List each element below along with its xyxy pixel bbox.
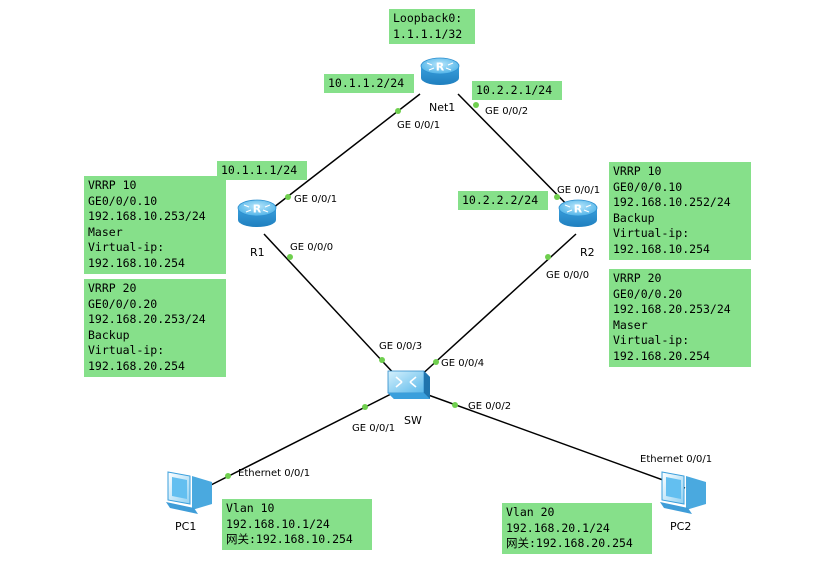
label-line: VRRP 20 (613, 271, 662, 285)
label-line: Virtual-ip: (613, 333, 690, 347)
switch-icon (387, 370, 430, 399)
label-line: Vlan 20 (506, 505, 555, 519)
port-dot-r1-g001 (285, 194, 291, 200)
router-net1[interactable] (420, 57, 460, 86)
port-dot-net1-g001 (395, 108, 401, 114)
label-line: Backup (613, 210, 655, 225)
r2-ip-label: 10.2.2.2/24 (458, 191, 548, 210)
net1-ip1-label: 10.1.1.2/24 (324, 74, 414, 93)
label-line: 192.168.20.253/24 (613, 302, 731, 316)
pc-icon (659, 471, 707, 515)
label-line: Maser (88, 224, 123, 239)
pc-icon (165, 471, 213, 515)
port-label-sw-g002: GE 0/0/2 (468, 401, 512, 412)
label-line: 192.168.10.254 (613, 241, 710, 256)
port-dot-sw-g003 (379, 357, 385, 363)
label-line: Maser (613, 317, 648, 332)
label-line: GE0/0/0.10 (88, 193, 158, 208)
router-r1[interactable] (237, 199, 277, 228)
port-dot-r1-g000 (287, 254, 293, 260)
label-line: 192.168.10.254 (88, 255, 185, 270)
port-label-r2-g001: GE 0/0/1 (557, 185, 601, 196)
label-line: Vlan 10 (226, 501, 275, 515)
label-line: 网关:192.168.20.254 (506, 536, 633, 550)
port-label-r2-g000: GE 0/0/0 (546, 270, 590, 281)
label-line: 192.168.20.254 (613, 348, 710, 363)
port-dot-r2-g000 (545, 254, 551, 260)
device-name-pc1: PC1 (175, 520, 197, 533)
router-r2[interactable] (558, 199, 598, 228)
device-name-r2: R2 (580, 246, 595, 259)
port-dot-pc1-eth (225, 473, 231, 479)
port-label-sw-g003: GE 0/0/3 (379, 341, 423, 352)
port-label-r1-g000: GE 0/0/0 (290, 242, 334, 253)
loopback-label: Loopback0:1.1.1.1/32 (389, 9, 475, 44)
port-dot-sw-g001 (362, 404, 368, 410)
label-line: 192.168.20.254 (88, 358, 185, 373)
link-r1-sw (263, 233, 399, 379)
pc-pc2[interactable] (659, 471, 707, 515)
port-label-sw-g001: GE 0/0/1 (352, 423, 396, 434)
port-label-r1-g001: GE 0/0/1 (294, 194, 338, 205)
label-line: 1.1.1.1/32 (393, 26, 463, 41)
router-icon (237, 199, 277, 228)
port-dot-sw-g002 (452, 402, 458, 408)
link-r2-sw (417, 233, 577, 379)
port-dots (225, 102, 668, 479)
port-label-pc1-eth: Ethernet 0/0/1 (238, 468, 311, 479)
port-label-net1-g002: GE 0/0/2 (485, 106, 529, 117)
device-name-pc2: PC2 (670, 520, 692, 533)
router-icon (558, 199, 598, 228)
label-line: 192.168.10.253/24 (88, 209, 206, 223)
router-icon (420, 57, 460, 86)
link-sw-pc2 (419, 391, 686, 489)
label-line: VRRP 20 (88, 281, 137, 295)
label-line: 192.168.10.1/24 (226, 516, 330, 531)
device-name-net1: Net1 (429, 101, 456, 114)
label-line: 192.168.20.253/24 (88, 312, 206, 326)
label-line: 网关:192.168.10.254 (226, 532, 353, 546)
net1-ip2-label: 10.2.2.1/24 (472, 81, 562, 100)
r1-ip-label: 10.1.1.1/24 (217, 161, 307, 180)
label-line: 192.168.10.252/24 (613, 195, 731, 209)
port-dot-net1-g002 (473, 102, 479, 108)
label-line: VRRP 10 (88, 178, 137, 192)
port-label-sw-g004: GE 0/0/4 (441, 358, 485, 369)
label-line: Virtual-ip: (88, 240, 165, 254)
label-line: Backup (88, 327, 130, 342)
port-label-pc2-eth: Ethernet 0/0/1 (640, 454, 713, 465)
label-line: GE0/0/0.10 (613, 179, 683, 194)
label-line: Virtual-ip: (613, 226, 690, 240)
label-line: Loopback0: (393, 11, 463, 25)
switch-sw[interactable] (387, 370, 430, 399)
label-line: Virtual-ip: (88, 343, 165, 357)
device-name-sw: SW (404, 414, 422, 427)
port-label-net1-g001: GE 0/0/1 (397, 120, 441, 131)
pc-pc1[interactable] (165, 471, 213, 515)
label-line: GE0/0/0.20 (613, 286, 683, 301)
label-line: VRRP 10 (613, 164, 662, 178)
device-name-r1: R1 (250, 246, 265, 259)
label-line: 192.168.20.1/24 (506, 520, 610, 535)
port-dot-r2-g001 (554, 194, 560, 200)
port-dot-sw-g004 (433, 359, 439, 365)
label-line: GE0/0/0.20 (88, 296, 158, 311)
